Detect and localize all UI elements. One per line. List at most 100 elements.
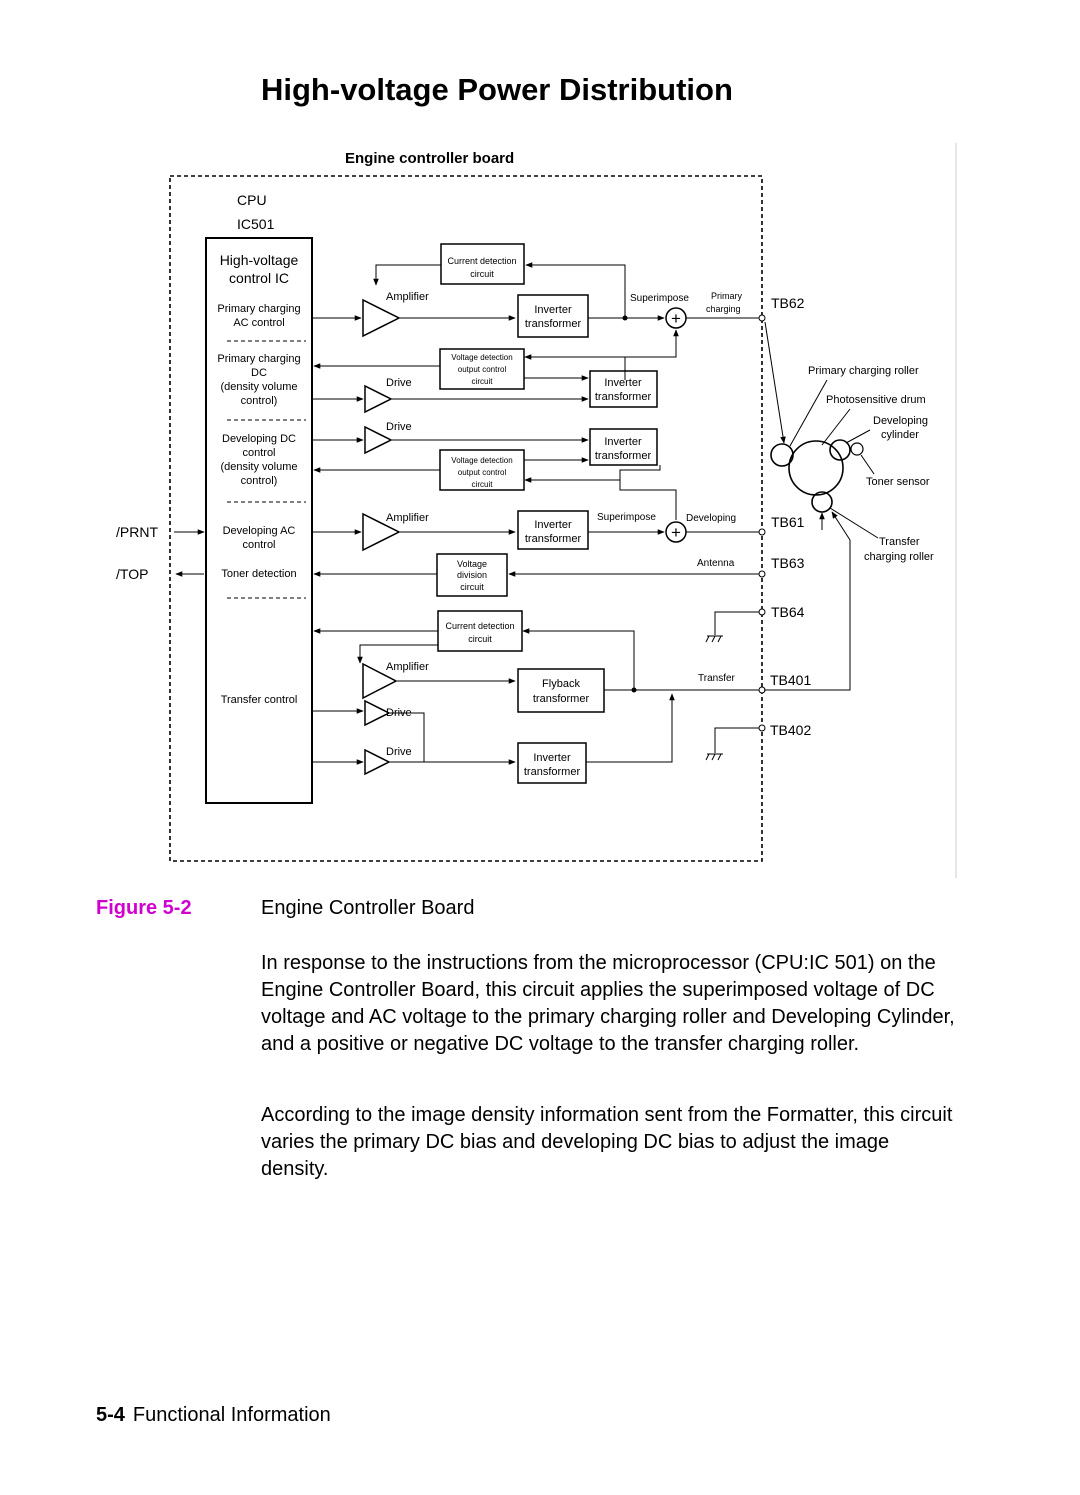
ic-dev-dc-3: (density volume xyxy=(220,461,297,473)
drive-label-4: Drive xyxy=(386,746,412,758)
leader-dev xyxy=(845,429,871,444)
inv3-l1: Inverter xyxy=(604,436,642,448)
ic-pc-dc-1: Primary charging xyxy=(217,353,300,365)
ic-pc-ac-1: Primary charging xyxy=(217,303,300,315)
tb401-label: TB401 xyxy=(770,672,811,688)
leader-pcr xyxy=(789,379,828,447)
page-title: High-voltage Power Distribution xyxy=(261,72,733,107)
cd2-l1: Current detection xyxy=(445,621,514,631)
w-tb401-roller xyxy=(764,511,851,691)
lbl-toner-sensor: Toner sensor xyxy=(866,476,930,488)
vd1-l2: output control xyxy=(458,365,507,374)
voltage-division xyxy=(436,553,508,597)
hv-control-ic xyxy=(205,237,313,804)
current-detection-2 xyxy=(437,610,523,652)
junction-dot xyxy=(622,315,628,321)
primary-lbl-2: charging xyxy=(706,304,741,314)
footer-page-number: 5-4 xyxy=(96,1404,125,1426)
current-detection-1 xyxy=(440,243,525,285)
cpu-label: CPU xyxy=(237,192,267,208)
drive-label-1: Drive xyxy=(386,377,412,389)
driver-3 xyxy=(364,699,391,727)
drive-label-2: Drive xyxy=(386,421,412,433)
driver-2 xyxy=(364,425,393,455)
amp-label-3: Amplifier xyxy=(386,661,429,673)
toner-sensor xyxy=(850,442,864,456)
vd1-l3: circuit xyxy=(472,377,494,386)
superimpose-2: Superimpose xyxy=(597,512,656,523)
cd1-feedback xyxy=(373,264,441,286)
w-cd2-sense xyxy=(522,628,635,690)
ic-dev-dc-4: control) xyxy=(241,475,278,487)
flyback-transformer xyxy=(517,668,605,713)
junction-dot xyxy=(631,687,637,693)
tb402-label: TB402 xyxy=(770,722,811,738)
ic-dev-ac-2: control xyxy=(242,539,275,551)
lbl-developing-2: cylinder xyxy=(881,429,919,441)
fly-l1: Flyback xyxy=(542,678,580,690)
inv3-l2: transformer xyxy=(595,450,652,462)
figure-caption: Figure 5-2 Engine Controller Board xyxy=(96,897,474,920)
ground-symbol-1 xyxy=(705,635,723,643)
w-tb64 xyxy=(714,611,760,635)
amplifier-2 xyxy=(362,512,401,552)
inv5-l2: transformer xyxy=(524,766,581,778)
w-pcdc-to-sum xyxy=(624,329,679,380)
tb62-label: TB62 xyxy=(771,295,805,311)
inverter-5 xyxy=(517,742,587,784)
vd2-l3: circuit xyxy=(472,480,494,489)
inv1-l2: transformer xyxy=(525,318,582,330)
amplifier-3 xyxy=(362,662,398,700)
ic-pc-dc-2: DC xyxy=(251,367,267,379)
cd1-l1: Current detection xyxy=(447,256,516,266)
amp-label-1: Amplifier xyxy=(386,291,429,303)
vdiv-l1: Voltage xyxy=(457,559,487,569)
amplifier-1 xyxy=(362,298,401,338)
inverter-3 xyxy=(589,428,658,466)
lbl-transfer-1: Transfer xyxy=(879,536,920,548)
leader-transfer xyxy=(829,507,879,539)
lbl-photosensitive-drum: Photosensitive drum xyxy=(826,394,926,406)
ground-symbol-2 xyxy=(705,753,723,761)
primary-charging-roller xyxy=(770,443,794,467)
tb61-terminal xyxy=(758,528,766,536)
ic-pc-ac-2: AC control xyxy=(233,317,284,329)
inv4-l2: transformer xyxy=(525,533,582,545)
developing-cylinder xyxy=(829,439,851,461)
tb64-label: TB64 xyxy=(771,604,805,620)
figure-label: Figure 5-2 xyxy=(96,897,192,919)
fly-l2: transformer xyxy=(533,693,590,705)
vd1-l1: Voltage detection xyxy=(451,353,512,362)
plus-1: + xyxy=(671,309,681,328)
cd1-sense xyxy=(525,262,626,318)
body-paragraph-2: According to the image density informati… xyxy=(261,1104,953,1180)
tb402-terminal xyxy=(758,724,766,732)
board-outline xyxy=(169,175,763,862)
lbl-developing-1: Developing xyxy=(873,415,928,427)
figure-caption-text: Engine Controller Board xyxy=(261,897,475,919)
footer-section: Functional Information xyxy=(132,1404,331,1426)
ic-dev-dc-2: control xyxy=(242,447,275,459)
w-inv5-out xyxy=(586,693,675,763)
w-tb62-roller xyxy=(764,321,786,444)
ic-dev-ac-1: Developing AC xyxy=(223,525,296,537)
ic-toner: Toner detection xyxy=(221,568,296,580)
leader-drum xyxy=(821,408,851,446)
ic-dev-dc-1: Developing DC xyxy=(222,433,296,445)
ic-transfer: Transfer control xyxy=(221,694,298,706)
inverter-2 xyxy=(589,370,658,408)
tb64-terminal xyxy=(758,608,766,616)
vd2-l2: output control xyxy=(458,468,507,477)
hv-distribution-diagram: Engine controller board CPU IC501 High-v… xyxy=(116,143,957,878)
signal-prnt: /PRNT xyxy=(116,524,158,540)
driver-1 xyxy=(364,384,393,414)
inv5-l1: Inverter xyxy=(533,752,571,764)
vd2-l1: Voltage detection xyxy=(451,456,512,465)
lbl-primary-charging-roller: Primary charging roller xyxy=(808,365,919,377)
ic-pc-dc-3: (density volume xyxy=(220,381,297,393)
developing-lbl: Developing xyxy=(686,513,736,524)
w-amp3-fb xyxy=(357,644,438,664)
inverter-1 xyxy=(517,294,589,338)
inv2-l2: transformer xyxy=(595,391,652,403)
driver-4 xyxy=(364,748,391,776)
